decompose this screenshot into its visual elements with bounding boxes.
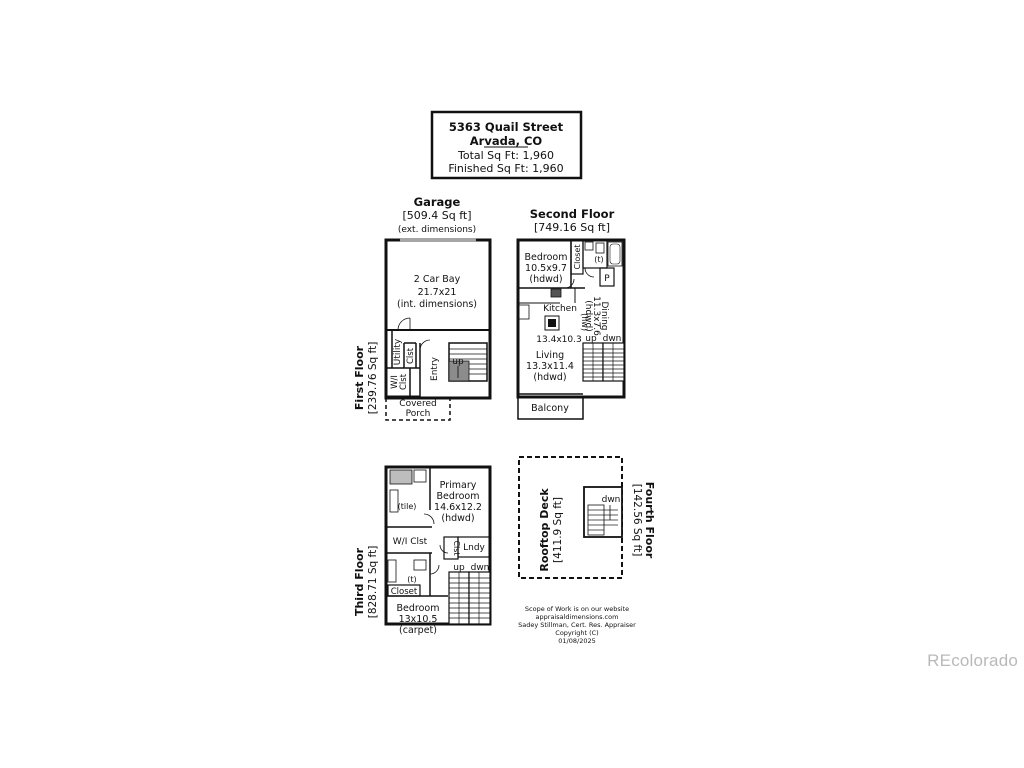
porch-label-1: Covered [399,399,436,409]
fourth-stair-dwn: dwn [602,495,621,505]
pantry-label: P [604,274,610,284]
second-bedroom-name: Bedroom [525,252,568,263]
first-floor-stair-up: up [452,357,464,367]
footer-line-3: Sadey Stillman, Cert. Res. Appraiser [518,621,636,629]
second-closet-label: Closet [573,245,582,270]
primary-floor: (hdwd) [441,513,474,524]
second-floor-area: [749.16 Sq ft] [534,221,610,234]
first-floor-title: First Floor [353,345,366,410]
porch-label-2: Porch [406,409,431,419]
fourth-floor-title: Fourth Floor [643,482,656,559]
address-line: 5363 Quail Street [449,120,564,134]
third-bedroom-floor: (carpet) [399,625,437,636]
first-floor-area: [239.76 Sq ft] [367,342,379,415]
footer-line-2: appraisaldimensions.com [536,613,619,621]
laundry-label: Lndy [463,543,485,553]
third-toilet-label: (t) [407,575,416,584]
footer-line-4: Copyright (C) [555,629,598,637]
third-stair-up: up [453,563,465,573]
finished-sqft: Finished Sq Ft: 1,960 [448,162,563,175]
balcony-label: Balcony [531,403,569,414]
utility-clst-label: Clst [406,347,416,364]
kitchen-floor: (hw) [580,313,589,331]
kitchen-name: Kitchen [543,304,577,314]
dining-floor: (hdwd) [583,300,593,332]
garage-note: (ext. dimensions) [398,225,476,235]
wi-clst-label-2: Clst [399,373,409,390]
garage-area: [509.4 Sq ft] [402,209,471,222]
total-sqft: Total Sq Ft: 1,960 [457,149,554,162]
garage-title: Garage [414,195,461,209]
second-toilet-label: (t) [594,255,603,264]
second-bedroom-dims: 10.5x9.7 [525,263,567,274]
garage-bay-note: (int. dimensions) [397,299,477,310]
second-floor-plan: Second Floor [749.16 Sq ft] Bedroom 10.5… [516,207,626,420]
fourth-floor-area: [142.56 Sq ft] [631,484,643,557]
third-clst: Clst [452,540,461,555]
bath-tile-label: (tile) [398,502,417,511]
wi-clst-label-1: W/I [390,375,400,389]
appraiser-footer: Scope of Work is on our website appraisa… [518,605,636,645]
city-line: Arvada, CO [470,134,543,148]
third-floor-title: Third Floor [353,547,366,616]
rooftop-deck-name: Rooftop Deck [538,488,551,572]
footer-line-5: 01/08/2025 [558,637,595,645]
third-closet-label: Closet [391,587,418,597]
rooftop-deck-area: [411.9 Sq ft] [552,497,564,563]
second-bedroom-floor: (hdwd) [529,274,562,285]
living-name: Living [536,350,564,361]
third-bedroom-dims: 13x10.5 [399,614,438,625]
primary-name-1: Primary [440,480,477,491]
primary-dims: 14.6x12.2 [434,502,482,513]
third-floor-area: [828.71 Sq ft] [367,546,379,619]
second-stair-dwn: dwn [603,334,622,344]
garage-bay-dims: 21.7x21 [418,287,457,298]
dining-name: Dining [599,301,609,330]
entry-label: Entry [430,356,440,381]
primary-name-2: Bedroom [437,491,480,502]
living-dims: 13.3x11.4 [526,361,574,372]
second-stair-up: up [585,334,597,344]
recolorado-watermark: REcolorado [927,651,1018,670]
second-floor-title: Second Floor [530,207,615,221]
footer-line-1: Scope of Work is on our website [525,605,629,613]
third-floor-plan: (tile) Primary Bedroom 14.6x12.2 (hdwd) … [353,465,492,636]
third-wi-clst: W/I Clst [393,537,428,547]
living-floor: (hdwd) [533,372,566,383]
dining-dims: 11.3x7.6 [591,296,601,336]
fourth-floor-plan: dwn Rooftop Deck [411.9 Sq ft] Fourth Fl… [518,456,656,579]
third-stair-dwn: dwn [471,563,490,573]
kitchen-dims: 13.4x10.3 [536,335,581,345]
utility-label: Utility [393,338,403,365]
garage-bay-name: 2 Car Bay [414,274,461,285]
garage-first-floor-plan: Garage [509.4 Sq ft] (ext. dimensions) 2… [353,195,492,421]
third-bedroom-name: Bedroom [397,603,440,614]
address-header: 5363 Quail Street Arvada, CO Total Sq Ft… [430,110,583,180]
